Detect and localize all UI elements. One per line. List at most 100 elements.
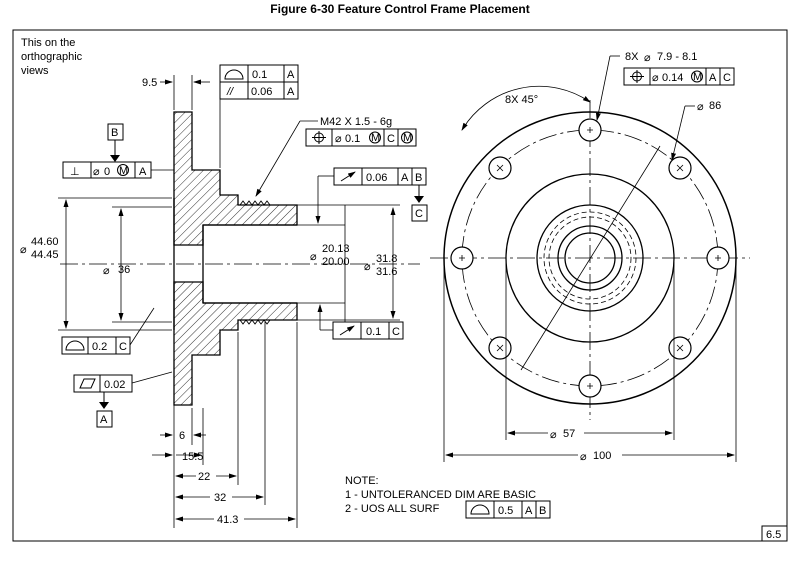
note-heading: NOTE: [345, 475, 379, 487]
side-note-line-3: views [21, 65, 49, 77]
fcf-runout-bot-tol: 0.1 [366, 326, 381, 338]
datum-a-box [96, 410, 113, 428]
fcf-profile-top-datum: A [287, 69, 295, 81]
profile-surface-icon [65, 340, 85, 351]
diameter-symbol: ⌀ [364, 261, 371, 273]
perpendicular-icon: ⊥ [70, 166, 80, 178]
page-number-box [761, 525, 788, 542]
fcf-runout-top [333, 167, 427, 186]
runout-icon [340, 171, 356, 182]
fcf-profile-top-tol: 0.1 [252, 69, 267, 81]
profile-surface-icon [470, 504, 490, 515]
dia-100: 100 [593, 450, 611, 462]
dia-86: 86 [709, 100, 721, 112]
thread-leader-2 [255, 120, 301, 197]
runout-icon [339, 325, 355, 336]
fcf-parallel-datum: A [287, 86, 295, 98]
fcf-runout-bot-d1: C [392, 326, 400, 338]
fcf-holes-dia: ⌀ [652, 72, 659, 84]
diameter-symbol: ⌀ [103, 265, 110, 277]
holes-size: 7.9 - 8.1 [657, 51, 697, 63]
diameter-symbol: ⌀ [697, 101, 704, 113]
dia-57: 57 [563, 428, 575, 440]
dia-44-dimension [58, 197, 172, 331]
profile-c-leader [129, 307, 155, 346]
angle-arc [461, 85, 591, 131]
fcf-perp-tol: 0 [104, 166, 110, 178]
fcf-perp-datum: A [139, 166, 147, 178]
fcf-profile-c-datum: C [119, 341, 127, 353]
diameter-symbol: ⌀ [20, 244, 27, 256]
fcf-perp-dia: ⌀ [93, 166, 100, 178]
datum-c-box [411, 204, 428, 222]
figure-title: Figure 6-30 Feature Control Frame Placem… [270, 2, 530, 16]
diagonal-centerline [520, 145, 661, 371]
dia-44-45: 44.45 [31, 249, 59, 261]
parallel-icon: // [226, 86, 234, 98]
angle-label: 8X 45° [505, 94, 538, 106]
fcf-holes-d2: C [723, 72, 731, 84]
dia-44-60: 44.60 [31, 236, 59, 248]
note-line-2: 2 - UOS ALL SURF [345, 503, 440, 515]
fcf-parallel-tol: 0.06 [251, 86, 272, 98]
dim-9-5-text: 9.5 [142, 77, 157, 89]
fcf-flatness-tol: 0.02 [104, 379, 125, 391]
mmc-icon [117, 164, 129, 176]
fcf-runout-top-d1: A [401, 172, 409, 184]
dia-31-6: 31.6 [376, 266, 397, 278]
mmc-icon [691, 70, 703, 83]
fcf-runout-top-d2: B [415, 172, 422, 184]
dia-36: 36 [118, 264, 130, 276]
side-note-line-1: This on the [21, 37, 75, 49]
dia-36-dimension [112, 206, 172, 323]
end-view [430, 100, 750, 420]
fcf-perpendicular [62, 161, 152, 179]
fcf-profile-c-tol: 0.2 [92, 341, 107, 353]
holes-qty: 8X [625, 51, 639, 63]
fcf-holes-tol: 0.14 [662, 72, 683, 84]
dia-20-13: 20.13 [322, 243, 350, 255]
dim-22: 22 [198, 471, 210, 483]
fcf-holes-d1: A [709, 72, 717, 84]
mmc-icon [401, 131, 413, 144]
thread-spec: M42 X 1.5 - 6g [320, 116, 392, 128]
flatness-icon [79, 378, 96, 389]
dim-6: 6 [179, 430, 185, 442]
fcf-note-d1: A [525, 505, 533, 517]
mmc-letter: M [403, 132, 412, 144]
fcf-thread-datum: C [387, 133, 395, 145]
diameter-symbol: ⌀ [550, 429, 557, 441]
profile-surface-icon [224, 69, 244, 80]
mmc-icon [369, 131, 381, 144]
mmc-letter: M [119, 165, 128, 177]
datum-b-label: B [111, 127, 118, 139]
fcf-note-d2: B [539, 505, 546, 517]
flatness-leader [131, 371, 173, 384]
datum-c-triangle [414, 196, 424, 203]
datum-a-triangle [99, 402, 109, 409]
fcf-thread-tol: 0.1 [345, 133, 360, 145]
dia-20-00: 20.00 [322, 256, 350, 268]
drawing-border [12, 29, 788, 542]
dim-15-5: 15.5 [182, 451, 203, 463]
section-view [173, 111, 298, 406]
dim-32: 32 [214, 492, 226, 504]
datum-c-label: C [415, 208, 423, 220]
dim-41-3: 41.3 [217, 514, 238, 526]
fcf-profile-parallel [219, 64, 299, 100]
page-number: 6.5 [766, 529, 781, 541]
diameter-symbol: ⌀ [580, 451, 587, 463]
fcf-flatness [73, 374, 133, 393]
diameter-symbol: ⌀ [310, 251, 317, 263]
note-line-1: 1 - UNTOLERANCED DIM ARE BASIC [345, 489, 536, 501]
mmc-letter: M [371, 132, 380, 144]
fcf-holes-position [623, 67, 735, 86]
mmc-letter: M [693, 71, 702, 83]
dia-86-leader-2 [671, 105, 686, 161]
fcf-thread-dia: ⌀ [335, 133, 342, 145]
holes-leader-2 [595, 55, 611, 121]
datum-a-label: A [100, 414, 108, 426]
side-note-line-2: orthographic [21, 51, 83, 63]
diameter-symbol: ⌀ [644, 52, 651, 64]
